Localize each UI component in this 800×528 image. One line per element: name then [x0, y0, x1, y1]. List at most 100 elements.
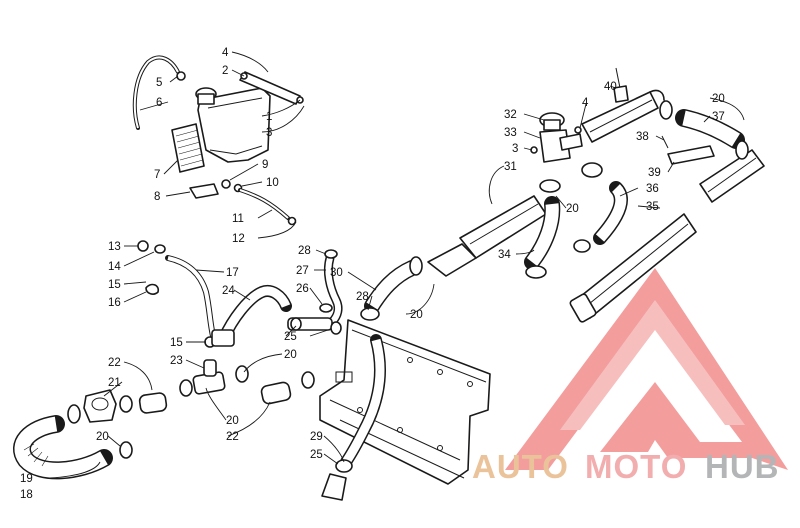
clamp-neck-lower — [539, 179, 561, 193]
clip-16 — [145, 283, 160, 295]
callout-9: 9 — [262, 159, 268, 171]
clamp-25b — [335, 459, 353, 473]
callout-25-upper: 25 — [284, 331, 297, 343]
washer-14 — [154, 244, 166, 254]
clamp-18 — [119, 441, 133, 459]
callout-3-right: 3 — [512, 143, 518, 155]
callout-26: 26 — [296, 283, 309, 295]
clamp-20d — [301, 371, 315, 389]
callout-22-upper: 22 — [108, 357, 121, 369]
callout-5: 5 — [156, 77, 162, 89]
callout-27: 27 — [296, 265, 309, 277]
short-hose-22a — [138, 392, 168, 414]
reservoir-bracket — [171, 123, 205, 173]
callout-7: 7 — [154, 169, 160, 181]
callout-15: 15 — [108, 279, 121, 291]
heat-exchanger-group — [427, 67, 765, 323]
short-hose-22b — [260, 381, 292, 405]
hose-fitting-5 — [176, 71, 186, 81]
overflow-hose — [132, 55, 180, 130]
callout-40: 40 — [604, 81, 617, 93]
bracket-39 — [667, 145, 715, 165]
callout-33: 33 — [504, 127, 517, 139]
lower-fitting — [321, 473, 347, 501]
callout-31: 31 — [504, 161, 517, 173]
callout-4: 4 — [222, 47, 229, 59]
clamp-20-upper — [659, 100, 673, 120]
callout-16: 16 — [108, 297, 121, 309]
watermark-triangle-inner — [560, 300, 745, 430]
callout-11: 11 — [232, 213, 244, 225]
lower-left-hose-group — [13, 359, 315, 480]
callout-3: 3 — [266, 127, 272, 139]
callout-28-upper: 28 — [298, 245, 311, 257]
callout-20-lower-mid: 20 — [226, 415, 239, 427]
callout-20-mid: 20 — [284, 349, 297, 361]
callout-4-right: 4 — [582, 97, 589, 109]
clamp-26 — [319, 303, 333, 313]
callout-14: 14 — [108, 261, 121, 273]
callout-38: 38 — [636, 131, 649, 143]
callout-20-upper-right: 20 — [712, 93, 725, 105]
callout-12: 12 — [232, 233, 245, 245]
callout-36: 36 — [646, 183, 659, 195]
clamp-36 — [573, 239, 591, 253]
clamp-20-neck — [581, 162, 603, 178]
clamp-20b — [179, 379, 193, 397]
clamp-20c — [235, 365, 249, 383]
callout-34: 34 — [498, 249, 511, 261]
tee-fitting-23 — [211, 329, 235, 347]
callout-20-neck: 20 — [566, 203, 579, 215]
callout-37: 37 — [712, 111, 725, 123]
coolant-reservoir-group — [132, 55, 304, 226]
callout-20-left: 20 — [96, 431, 109, 443]
callout-39: 39 — [648, 167, 661, 179]
clamp-34 — [525, 265, 547, 279]
bleed-screw-13 — [137, 240, 149, 252]
watermark-word-auto: AUTO — [472, 448, 569, 485]
callout-22-lower: 22 — [226, 431, 239, 443]
clamp-28a — [324, 249, 338, 259]
clamp-37 — [735, 140, 749, 160]
clamp-9 — [221, 179, 231, 189]
watermark-logo: AUTO MOTO HUB — [472, 268, 788, 485]
callout-10: 10 — [266, 177, 279, 189]
callout-17: 17 — [226, 267, 239, 279]
leader-lines — [49, 51, 745, 479]
exchanger-outlet-31 — [427, 243, 477, 277]
thermostat-bleed-group — [137, 240, 343, 348]
chassis-tunnel-panel — [319, 319, 491, 501]
callout-13: 13 — [108, 241, 121, 253]
callout-15-lower: 15 — [170, 337, 183, 349]
callout-8: 8 — [154, 191, 160, 203]
callout-20-center: 20 — [410, 309, 423, 321]
clamp-28b — [360, 307, 380, 321]
clamp-21 — [119, 395, 133, 413]
callout-25-lower: 25 — [310, 449, 323, 461]
callout-24: 24 — [222, 285, 235, 297]
clamp-20-lower — [67, 404, 81, 424]
callout-18: 18 — [20, 489, 33, 501]
bleed-valve-40 — [613, 85, 629, 103]
reservoir-hose-11 — [238, 188, 290, 220]
thermostat-housing-21 — [83, 389, 117, 423]
clamp-30 — [409, 256, 423, 276]
callout-2: 2 — [222, 65, 228, 77]
callout-labels: 4 2 5 6 1 3 7 8 9 10 11 12 13 14 15 16 1… — [20, 47, 725, 501]
callout-6: 6 — [156, 97, 162, 109]
watermark-word-moto: MOTO — [585, 448, 687, 485]
callout-29: 29 — [310, 431, 323, 443]
callout-21: 21 — [108, 377, 121, 389]
callout-23: 23 — [170, 355, 183, 367]
callout-19: 19 — [20, 473, 33, 485]
watermark-triangle-outer — [505, 268, 788, 470]
center-hose-group — [360, 256, 423, 321]
heat-exchanger-39 — [699, 149, 765, 203]
reservoir-drain-fitting — [189, 183, 219, 199]
callout-28-lower: 28 — [356, 291, 369, 303]
callout-35: 35 — [646, 201, 659, 213]
watermark-word-hub: HUB — [705, 448, 780, 485]
callout-32: 32 — [504, 109, 517, 121]
filler-neck-group — [524, 112, 628, 279]
